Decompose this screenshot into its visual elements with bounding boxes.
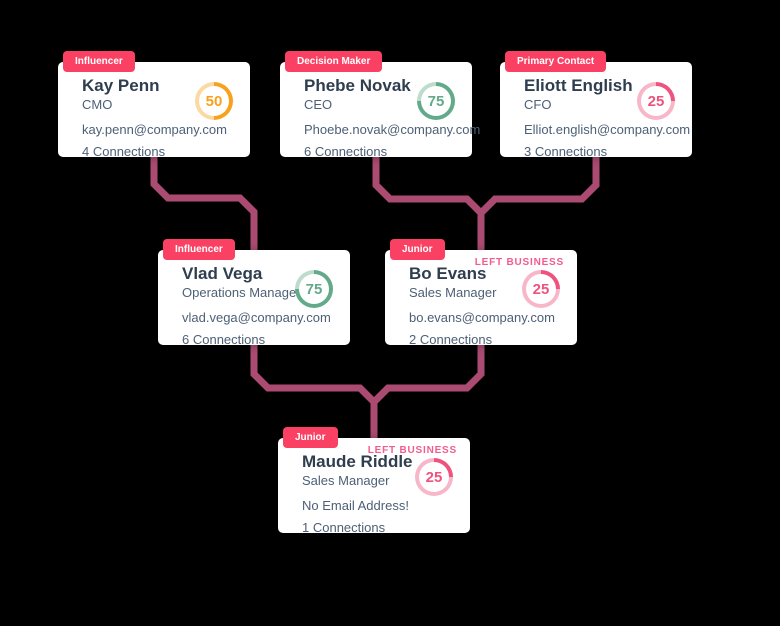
person-name: Vlad Vega	[182, 264, 263, 283]
score-value: 25	[419, 462, 449, 492]
person-title: Sales Manager	[302, 473, 390, 488]
score-ring: 25	[637, 82, 675, 120]
contact-card[interactable]: Primary Contact Eliott English CFO Ellio…	[500, 51, 692, 159]
role-badge: Junior	[283, 427, 338, 448]
connector-line	[150, 157, 258, 256]
score-ring: 75	[295, 270, 333, 308]
score-value: 75	[421, 86, 451, 116]
left-business-label: LEFT BUSINESS	[367, 445, 457, 456]
connections-count: 6 Connections	[304, 144, 388, 159]
person-name: Phebe Novak	[304, 76, 411, 95]
contact-card[interactable]: Decision Maker Phebe Novak CEO Phoebe.no…	[280, 51, 481, 159]
person-name: Maude Riddle	[302, 452, 413, 471]
connections-count: 1 Connections	[302, 520, 386, 535]
role-badge: Primary Contact	[505, 51, 607, 72]
person-title: Operations Manager	[182, 285, 301, 300]
connector-line	[478, 157, 600, 216]
person-email: Phoebe.novak@company.com	[304, 122, 481, 137]
person-email: bo.evans@company.com	[409, 310, 555, 325]
contact-card[interactable]: Junior LEFT BUSINESS Maude Riddle Sales …	[278, 427, 470, 535]
person-title: CEO	[304, 97, 333, 112]
score-ring: 50	[195, 82, 233, 120]
score-ring: 25	[522, 270, 560, 308]
person-email: No Email Address!	[302, 498, 409, 513]
person-title: CFO	[524, 97, 552, 112]
person-email: vlad.vega@company.com	[182, 310, 331, 325]
person-title: Sales Manager	[409, 285, 497, 300]
role-badge: Influencer	[63, 51, 135, 72]
score-ring: 75	[417, 82, 455, 120]
score-value: 50	[199, 86, 229, 116]
person-email: Elliot.english@company.com	[524, 122, 691, 137]
score-value: 25	[641, 86, 671, 116]
score-value: 25	[526, 274, 556, 304]
connections-count: 2 Connections	[409, 332, 493, 347]
person-name: Bo Evans	[409, 264, 487, 283]
contact-card[interactable]: Influencer Vlad Vega Operations Manager …	[158, 239, 350, 347]
role-badge: Decision Maker	[285, 51, 383, 72]
left-business-label: LEFT BUSINESS	[474, 257, 564, 268]
person-email: kay.penn@company.com	[82, 122, 227, 137]
contact-card[interactable]: Influencer Kay Penn CMO kay.penn@company…	[58, 51, 250, 159]
person-name: Kay Penn	[82, 76, 160, 95]
connector-line	[371, 345, 485, 405]
score-ring: 25	[415, 458, 453, 496]
person-name: Eliott English	[524, 76, 633, 95]
connector-line	[250, 345, 378, 444]
contact-card[interactable]: Junior LEFT BUSINESS Bo Evans Sales Mana…	[385, 239, 577, 347]
role-badge: Junior	[390, 239, 445, 260]
role-badge: Influencer	[163, 239, 235, 260]
connector-line	[372, 157, 485, 256]
person-title: CMO	[82, 97, 113, 112]
connections-count: 6 Connections	[182, 332, 266, 347]
score-value: 75	[299, 274, 329, 304]
connections-count: 4 Connections	[82, 144, 166, 159]
connections-count: 3 Connections	[524, 144, 608, 159]
